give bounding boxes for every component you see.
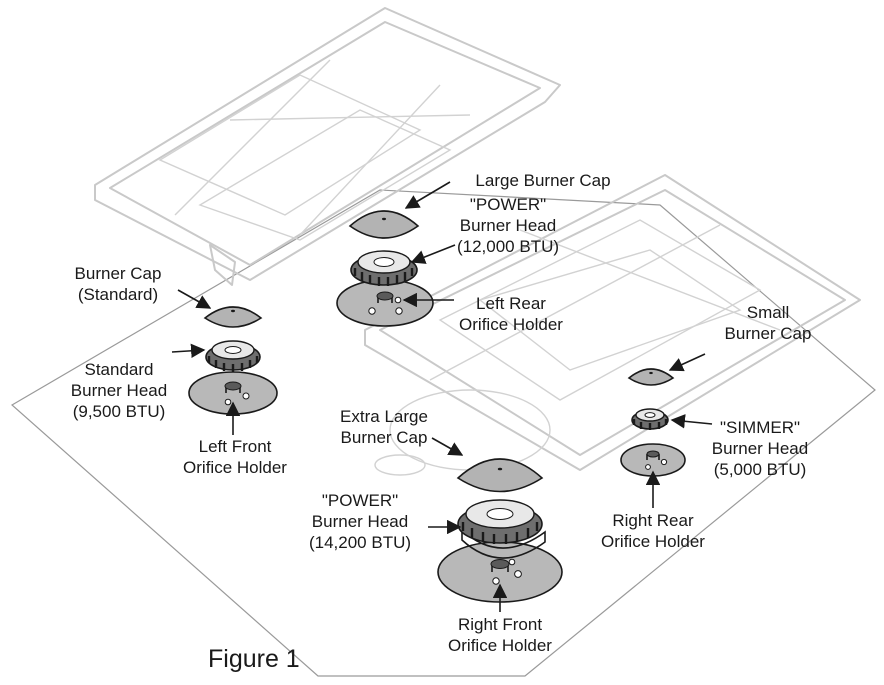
arrow-large-burner-cap [404,181,451,209]
arrow-standard-burner-head [171,343,206,358]
label-line: (14,200 BTU) [308,533,412,552]
head-teeth [632,419,668,430]
simmer-burner-head [631,408,669,430]
label-line: Large Burner Cap [475,171,611,190]
right-front-burner-assembly [437,458,563,603]
label-line: Right Front [457,615,543,634]
small-burner-cap [627,368,675,386]
arrow-burner-cap-standard [177,289,212,309]
label-line: Burner Head [711,439,809,458]
right-grate [364,174,861,476]
power-burner-head-14200 [457,499,546,559]
extra-large-burner-cap [456,458,544,493]
cooktop-surface [10,189,876,677]
label-line: Burner Head [70,381,168,400]
label-line: (12,000 BTU) [456,237,560,256]
label-line: Orifice Holder [601,532,705,551]
arrow-extra-large-burner-cap [431,437,464,456]
label-line: Extra Large [340,407,428,426]
right-rear-burner-assembly [620,368,686,477]
label-simmer-head: "SIMMER" Burner Head (5,000 BTU) [700,417,820,480]
label-line: (5,000 BTU) [713,460,807,479]
label-line: Standard [84,360,154,379]
label-line: Burner Cap [724,324,812,343]
label-large-burner-cap: Large Burner Cap [450,170,636,191]
label-line: Burner Cap [340,428,428,447]
label-line: Burner Cap [74,264,162,283]
large-burner-cap [348,210,420,239]
arrow-simmer-head [670,414,713,429]
standard-burner-head [205,340,261,372]
left-rear-orifice-holder [336,279,434,327]
label-line: Burner Head [459,216,557,235]
left-front-burner-assembly [188,306,278,415]
power-burner-head-12000 [350,250,418,286]
arrow-small-burner-cap [668,353,706,372]
label-line: Small [746,303,790,322]
label-line: "POWER" [321,491,399,510]
right-front-orifice-holder [437,541,563,603]
label-line: Orifice Holder [459,315,563,334]
label-line: Orifice Holder [448,636,552,655]
arrow-power-head-12000 [410,244,456,264]
left-rear-burner-assembly [336,210,434,327]
right-rear-orifice-holder [620,443,686,477]
label-line: Orifice Holder [183,458,287,477]
label-line: Right Rear [612,511,694,530]
head-teeth [353,268,414,286]
head-teeth [461,522,539,544]
label-line: Left Rear [476,294,546,313]
leader-arrows [171,181,713,612]
label-burner-cap-standard: Burner Cap (Standard) [62,263,174,305]
label-line: Left Front [198,437,272,456]
label-line: "POWER" [469,195,547,214]
figure-caption: Figure 1 [208,645,300,673]
head-teeth [207,356,259,372]
label-power-head-14200: "POWER" Burner Head (14,200 BTU) [296,490,424,553]
label-power-head-12000: "POWER" Burner Head (12,000 BTU) [448,194,568,257]
label-line: (Standard) [77,285,159,304]
standard-burner-cap [203,306,263,328]
label-line: (9,500 BTU) [72,402,166,421]
left-grate [94,7,561,286]
label-line: Burner Head [311,512,409,531]
label-line: "SIMMER" [719,418,801,437]
